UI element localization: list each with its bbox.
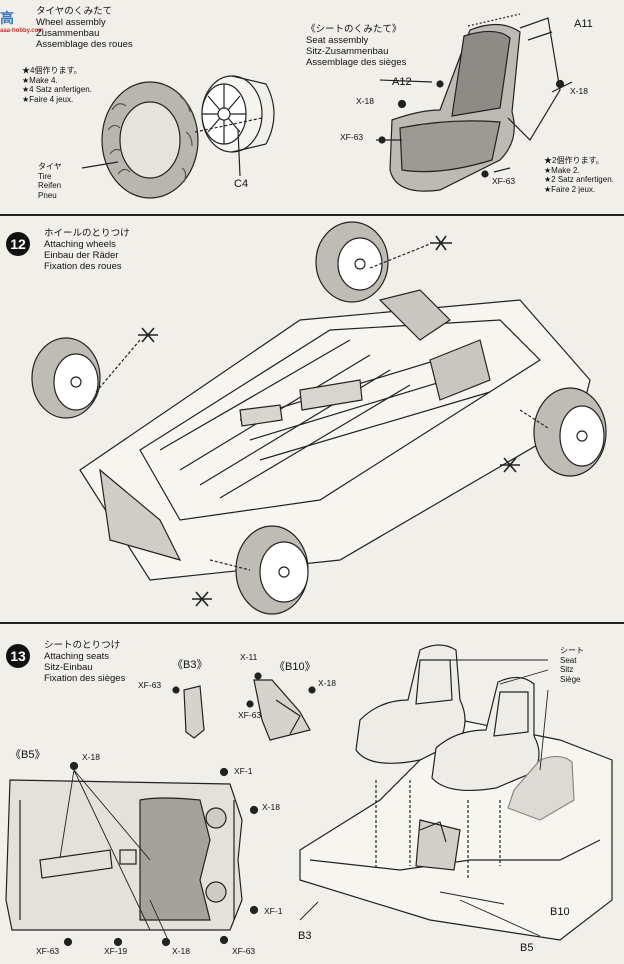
seat-label-de: Sitz [560, 665, 574, 674]
note-fr: ★Faire 4 jeux. [22, 94, 74, 104]
part-c4: C4 [234, 178, 249, 190]
step-13-title-fr: Fixation des sièges [44, 673, 126, 684]
step-13-title-en: Attaching seats [44, 651, 109, 662]
seat-label-ja: シート [560, 646, 584, 655]
part-x18-c: X-18 [262, 802, 280, 812]
part-x18-right: X-18 [570, 86, 588, 96]
b5-floor-panel [5, 779, 243, 931]
step-13-title: シートのとりつけ Attaching seats Sitz-Einbau Fix… [44, 640, 125, 684]
step-12-title-fr: Fixation des roues [44, 261, 122, 272]
part-x18-left: X-18 [356, 96, 374, 106]
seat-note-fr: ★Faire 2 jeux. [544, 184, 596, 194]
label-b10-part: 《B10》 [274, 661, 316, 673]
assembly-arrow [194, 117, 263, 133]
step-13-title-ja: シートのとりつけ [44, 640, 121, 651]
tire-label: タイヤ Tire Reifen Pneu [38, 162, 62, 200]
seat-label: シート Seat Sitz Siège [560, 646, 584, 684]
b10-part [253, 679, 311, 741]
step-12-title-en: Attaching wheels [44, 239, 116, 250]
leader-tire [81, 161, 119, 169]
part-xf63-left: XF-63 [340, 132, 364, 142]
step-12-title-ja: ホイールのとりつけ [44, 228, 130, 239]
seat-assembly-title-en: Seat assembly [306, 35, 369, 46]
seat-note-en: ★Make 2. [544, 165, 580, 175]
note-de: ★4 Satz anfertigen. [22, 85, 92, 94]
tire-label-de: Reifen [38, 181, 62, 190]
part-x11: X-11 [240, 652, 258, 662]
wheel-assembly-title: タイヤのくみたて Wheel assembly Zusammenbau Asse… [36, 6, 133, 50]
bottom-label-b5: B5 [520, 942, 534, 954]
part-xf1-b: XF-1 [264, 906, 283, 916]
wheel-assembly-note: ★4個作ります。 ★Make 4. ★4 Satz anfertigen. ★F… [22, 66, 92, 104]
site-watermark: 高 aaa-hobby.com [0, 8, 44, 34]
wheel-front-left [31, 337, 101, 419]
seat-assembly-title-ja: 《シートのくみたて》 [306, 24, 402, 35]
note-ja: ★4個作ります。 [22, 66, 82, 75]
part-xf63-right: XF-63 [492, 176, 516, 186]
leader-c4 [237, 129, 241, 177]
b3-part [183, 685, 205, 739]
wheel-rear-left [315, 221, 389, 303]
wheel-rear-right [533, 387, 607, 477]
part-x18-d: X-18 [172, 946, 190, 956]
section-divider-2 [0, 622, 624, 624]
step-12-title-de: Einbau der Räder [44, 250, 119, 261]
part-xf63-a: XF-63 [138, 680, 162, 690]
seat-mount-arrows [375, 780, 501, 878]
wheel-assembly-title-ja: タイヤのくみたて [36, 6, 113, 17]
seat-label-en: Seat [560, 655, 577, 665]
part-xf63-c: XF-63 [36, 946, 60, 956]
part-xf1-a: XF-1 [234, 766, 253, 776]
wheel-nut-markers [138, 235, 520, 607]
step-13-number: 13 [6, 644, 30, 668]
seat-right [431, 676, 540, 792]
seat-assembly-title-de: Sitz-Zusammenbau [306, 46, 389, 57]
part-xf63-b: XF-63 [238, 710, 262, 720]
wheel-assembly-title-en: Wheel assembly [36, 17, 106, 28]
axle-dashes [95, 243, 549, 571]
seat-back-panel [507, 17, 561, 141]
seat-label-fr: Siège [560, 674, 581, 684]
part-a11: A11 [574, 18, 593, 30]
watermark-sub: aaa-hobby.com [0, 28, 44, 34]
label-b5-part: 《B5》 [10, 749, 46, 761]
wheel-rim-illustration [201, 75, 275, 153]
section-divider-1 [0, 214, 624, 216]
step-13-title-de: Sitz-Einbau [44, 662, 93, 673]
step-12-title: ホイールのとりつけ Attaching wheels Einbau der Rä… [44, 228, 130, 272]
part-xf63-d: XF-63 [232, 946, 256, 956]
label-b3-part: 《B3》 [172, 659, 208, 671]
tire-illustration [101, 81, 199, 199]
chassis-illustration [79, 289, 591, 581]
seat-ghost [507, 755, 575, 821]
seat-assembly-title-fr: Assemblage des sièges [306, 57, 407, 68]
seat-assembly-note: ★2個作ります。 ★Make 2. ★2 Satz anfertigen. ★F… [544, 156, 614, 194]
wheel-assembly-title-de: Zusammenbau [36, 28, 100, 39]
part-a12: A12 [392, 76, 412, 88]
bottom-label-b10: B10 [550, 906, 570, 918]
wheel-front-right [235, 525, 309, 615]
bottom-label-b3: B3 [298, 930, 312, 942]
note-en: ★Make 4. [22, 75, 58, 85]
tire-label-ja: タイヤ [38, 162, 62, 171]
seat-note-ja: ★2個作ります。 [544, 156, 604, 165]
watermark-text: 高 [0, 10, 15, 26]
b5-screw-markers [63, 761, 259, 947]
tire-label-en: Tire [38, 171, 52, 181]
seat-illustration [389, 23, 521, 192]
part-xf19: XF-19 [104, 946, 128, 956]
part-x18-b: X-18 [82, 752, 100, 762]
tire-label-fr: Pneu [38, 190, 57, 200]
wheel-assembly-title-fr: Assemblage des roues [36, 39, 133, 50]
seat-note-de: ★2 Satz anfertigen. [544, 175, 614, 184]
step-12-number: 12 [6, 232, 30, 256]
seat-assembly-title: 《シートのくみたて》 Seat assembly Sitz-Zusammenba… [306, 24, 406, 68]
part-x18-a: X-18 [318, 678, 336, 688]
